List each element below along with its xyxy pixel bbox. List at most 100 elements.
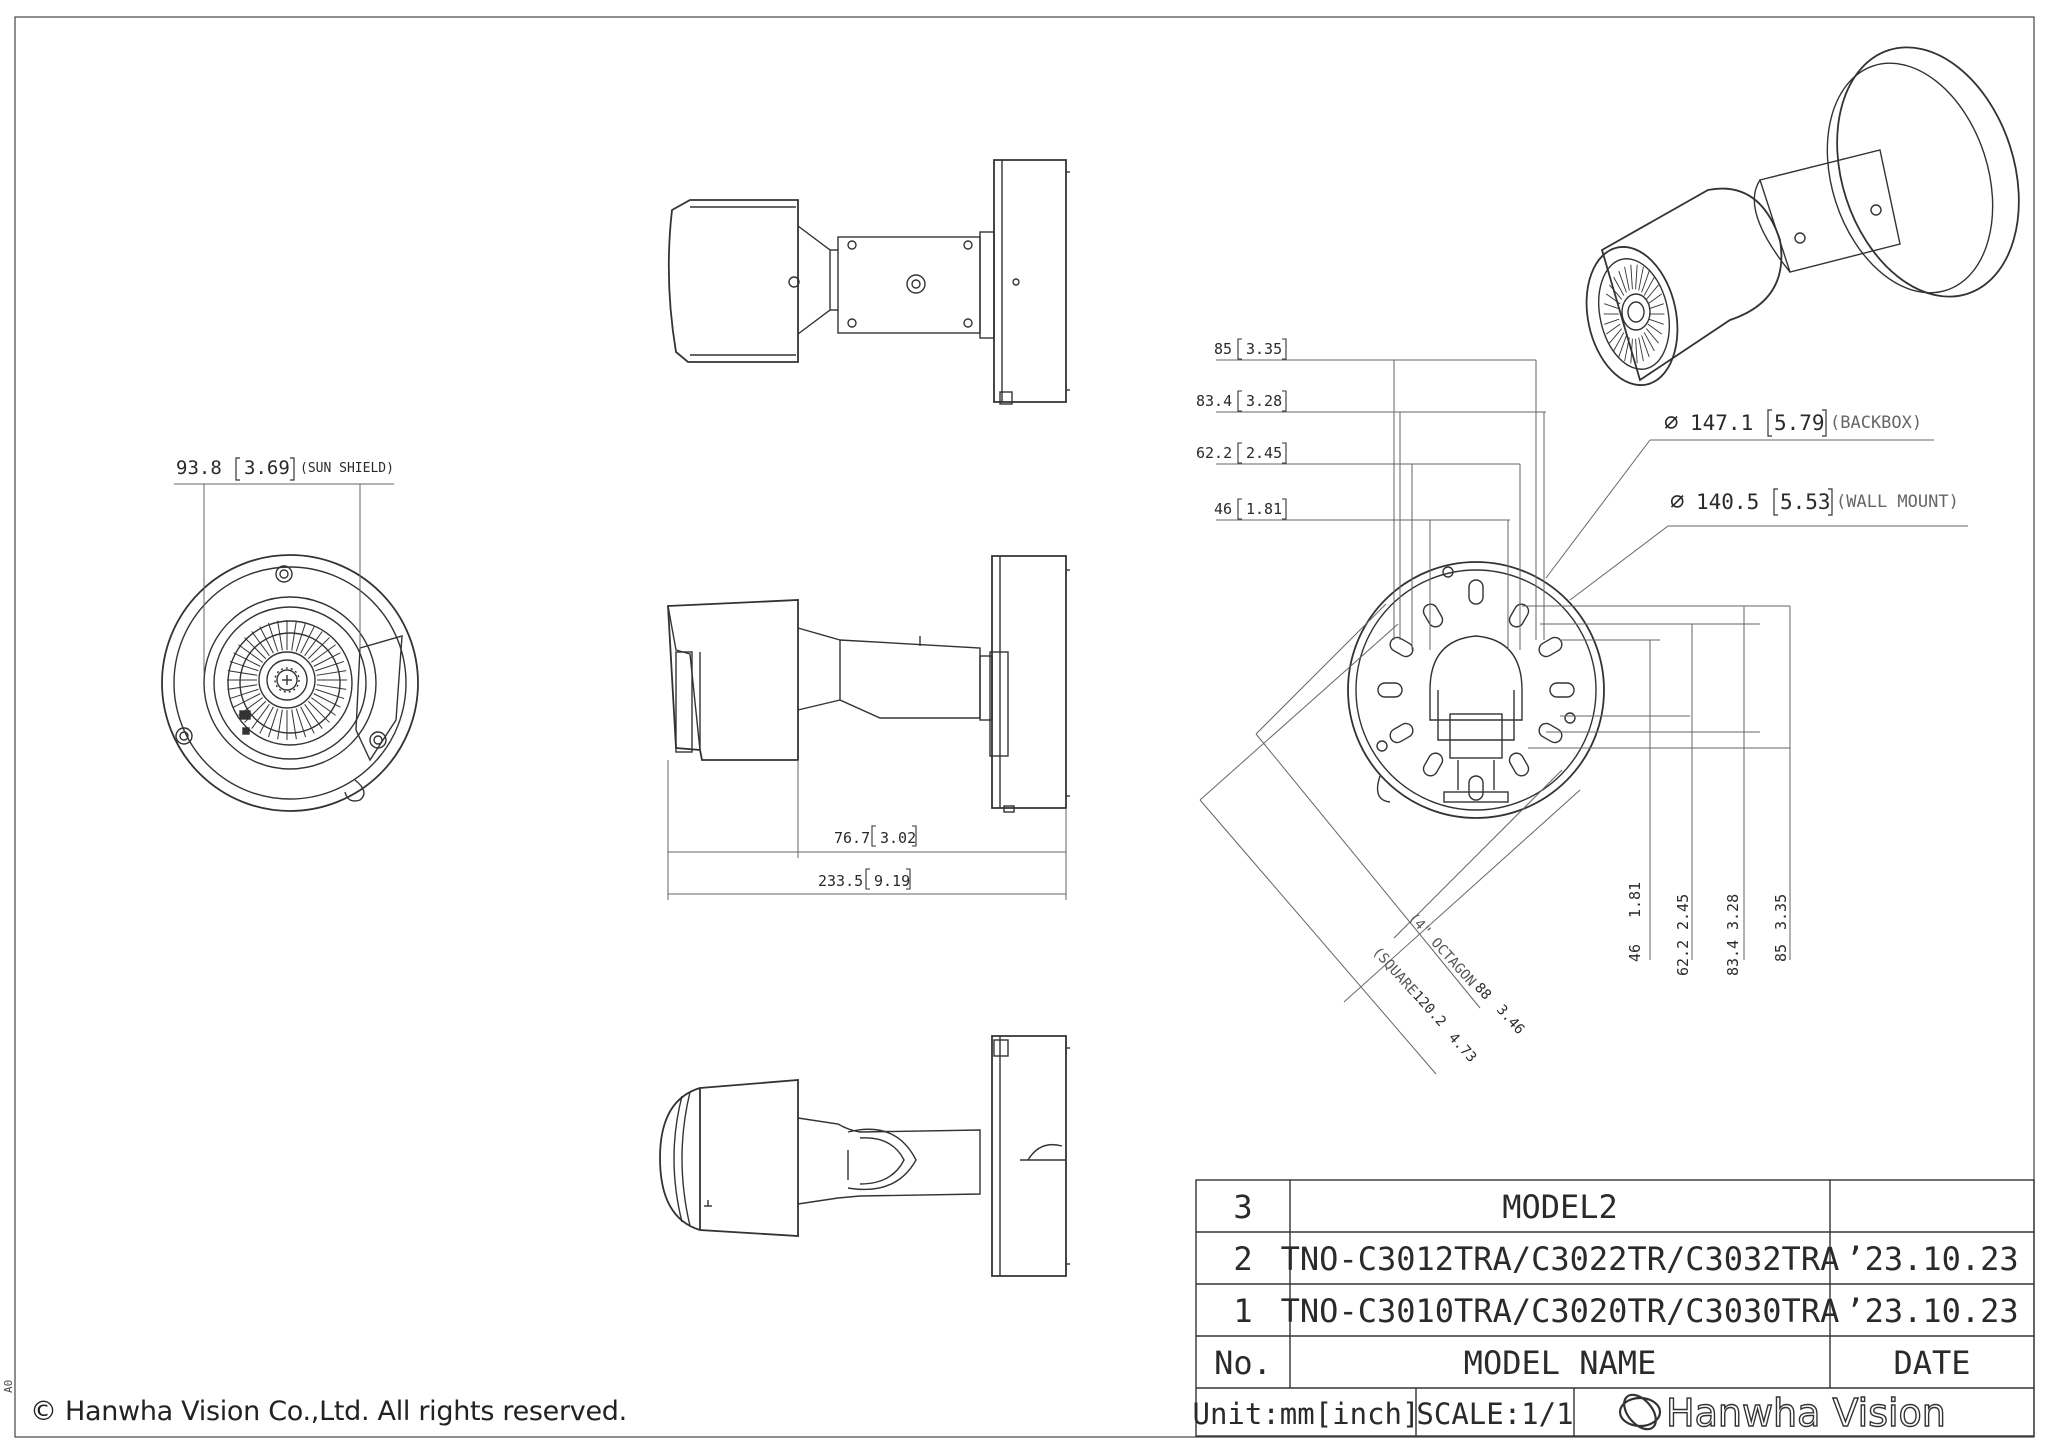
- rib-line: [1613, 332, 1625, 352]
- rib-line: [1613, 276, 1625, 296]
- rib-line: [259, 626, 274, 654]
- rib-line: [233, 693, 261, 708]
- rib-line: [1630, 338, 1633, 364]
- rib-line: [1609, 328, 1623, 344]
- rib-line: [251, 703, 270, 729]
- mount-dims-h-text: 85 3.35 83.4 3.28 62.2 2.45 46 1.81: [1196, 340, 1282, 518]
- octagon-prefix: (4" OCTAGON: [1405, 910, 1479, 990]
- mount-slot: [1422, 603, 1444, 628]
- rib-line: [251, 631, 270, 657]
- wallmount-inch: 5.53: [1780, 490, 1831, 514]
- mount-slot: [1468, 579, 1484, 605]
- rib-line: [315, 688, 345, 700]
- square-prefix: (SQUARE: [1369, 944, 1420, 999]
- sheet-border: [14, 16, 2035, 1438]
- mount-slot: [1508, 603, 1530, 628]
- row1-date: ’23.10.23: [1845, 1292, 2018, 1330]
- front-view: [161, 483, 419, 812]
- dim-v-85: 85: [1772, 944, 1790, 962]
- row2-model: TNO-C3012TRA/C3022TR/C3032TRA: [1281, 1240, 1840, 1278]
- dim-h-62: 62.2: [1196, 444, 1232, 462]
- hanwha-logo-icon: [1618, 1393, 1662, 1431]
- row1-no: 1: [1233, 1292, 1252, 1330]
- square-mm: 120.2: [1409, 988, 1449, 1030]
- dim-h-46-inch: 1.81: [1246, 500, 1282, 518]
- wallmount-dim: 140.5: [1696, 490, 1759, 514]
- sheet-size-mark: A0: [2, 1379, 15, 1393]
- rib-line: [227, 684, 258, 690]
- row2-no: 2: [1233, 1240, 1252, 1278]
- rib-line: [313, 693, 341, 708]
- dim-v-83-inch: 3.28: [1724, 894, 1742, 930]
- rib-line: [1635, 264, 1638, 290]
- rib-line: [277, 620, 283, 651]
- rib-line: [307, 637, 330, 660]
- mount-slot: [1549, 682, 1575, 698]
- mount-slot: [1538, 722, 1563, 744]
- dim-small: 76.7: [834, 829, 870, 847]
- rib-line: [307, 700, 330, 723]
- octagon-mm: 88: [1471, 980, 1494, 1003]
- rib-line: [1641, 335, 1650, 358]
- side-view-top: [667, 159, 1070, 405]
- mount-dims-v-text: 46 1.81 62.2 2.45 83.4 3.28 85 3.35: [1626, 882, 1790, 976]
- backbox-note: (BACKBOX): [1830, 413, 1922, 433]
- rib-line: [229, 688, 259, 700]
- rib-line: [310, 644, 336, 663]
- rib-line: [315, 660, 345, 672]
- rib-line: [1645, 328, 1659, 344]
- rib-line: [291, 620, 297, 651]
- dim-total: 233.5: [818, 872, 863, 890]
- rib-line: [304, 631, 323, 657]
- rib-line: [1609, 284, 1623, 300]
- header-model: MODEL NAME: [1464, 1344, 1657, 1382]
- rib-line: [300, 626, 315, 654]
- rib-line: [291, 709, 297, 740]
- rib-line: [1647, 293, 1663, 305]
- header-no: No.: [1214, 1344, 1272, 1382]
- dim-h-83: 83.4: [1196, 392, 1232, 410]
- dim-v-85-inch: 3.35: [1772, 894, 1790, 930]
- diameter-symbol-wallmount: ∅: [1670, 487, 1684, 515]
- octagon-inch: 3.46: [1493, 1002, 1527, 1038]
- rib-line: [310, 697, 336, 716]
- rib-line: [233, 652, 261, 667]
- sun-shield-dim-inch: 3.69: [244, 457, 290, 479]
- mount-slot: [1468, 775, 1484, 801]
- dim-total-inch: 9.19: [874, 872, 910, 890]
- title-block: [1195, 1179, 2035, 1437]
- rib-line: [229, 660, 259, 672]
- rib-line: [1635, 338, 1638, 364]
- rib-line: [295, 708, 307, 738]
- sun-shield-note: (SUN SHIELD): [300, 461, 394, 476]
- rib-line: [1624, 266, 1630, 291]
- mount-dims-h-lines: [1216, 359, 1546, 650]
- isometric-view: [1585, 46, 2020, 386]
- row3-model: MODEL2: [1502, 1188, 1618, 1226]
- brand-name: Hanwha Vision: [1666, 1391, 1946, 1435]
- mount-plan-view: [1347, 561, 1605, 819]
- brand-logo: Hanwha Vision: [1618, 1390, 1947, 1436]
- mount-dims-v-lines: [1522, 605, 1791, 960]
- dim-v-46: 46: [1626, 944, 1644, 962]
- rib-line: [300, 706, 315, 734]
- dim-h-85: 85: [1214, 340, 1232, 358]
- mount-slot: [1538, 636, 1563, 658]
- mount-slot: [1508, 752, 1530, 777]
- diameter-symbol-backbox: ∅: [1664, 408, 1678, 436]
- dim-v-62: 62.2: [1674, 940, 1692, 976]
- rib-line: [267, 708, 279, 738]
- rib-line: [1645, 284, 1659, 300]
- unit-label: Unit:mm[inch]: [1193, 1397, 1420, 1431]
- row3-no: 3: [1233, 1188, 1252, 1226]
- rib-line: [1648, 303, 1664, 310]
- scale-label: SCALE:1/1: [1416, 1397, 1573, 1431]
- mount-slot: [1377, 682, 1403, 698]
- dim-v-62-inch: 2.45: [1674, 894, 1692, 930]
- side-view-bottom: [659, 1035, 1070, 1277]
- rib-line: [1604, 318, 1620, 325]
- rib-line: [1605, 293, 1621, 305]
- rib-line: [267, 622, 279, 652]
- rib-line: [277, 709, 283, 740]
